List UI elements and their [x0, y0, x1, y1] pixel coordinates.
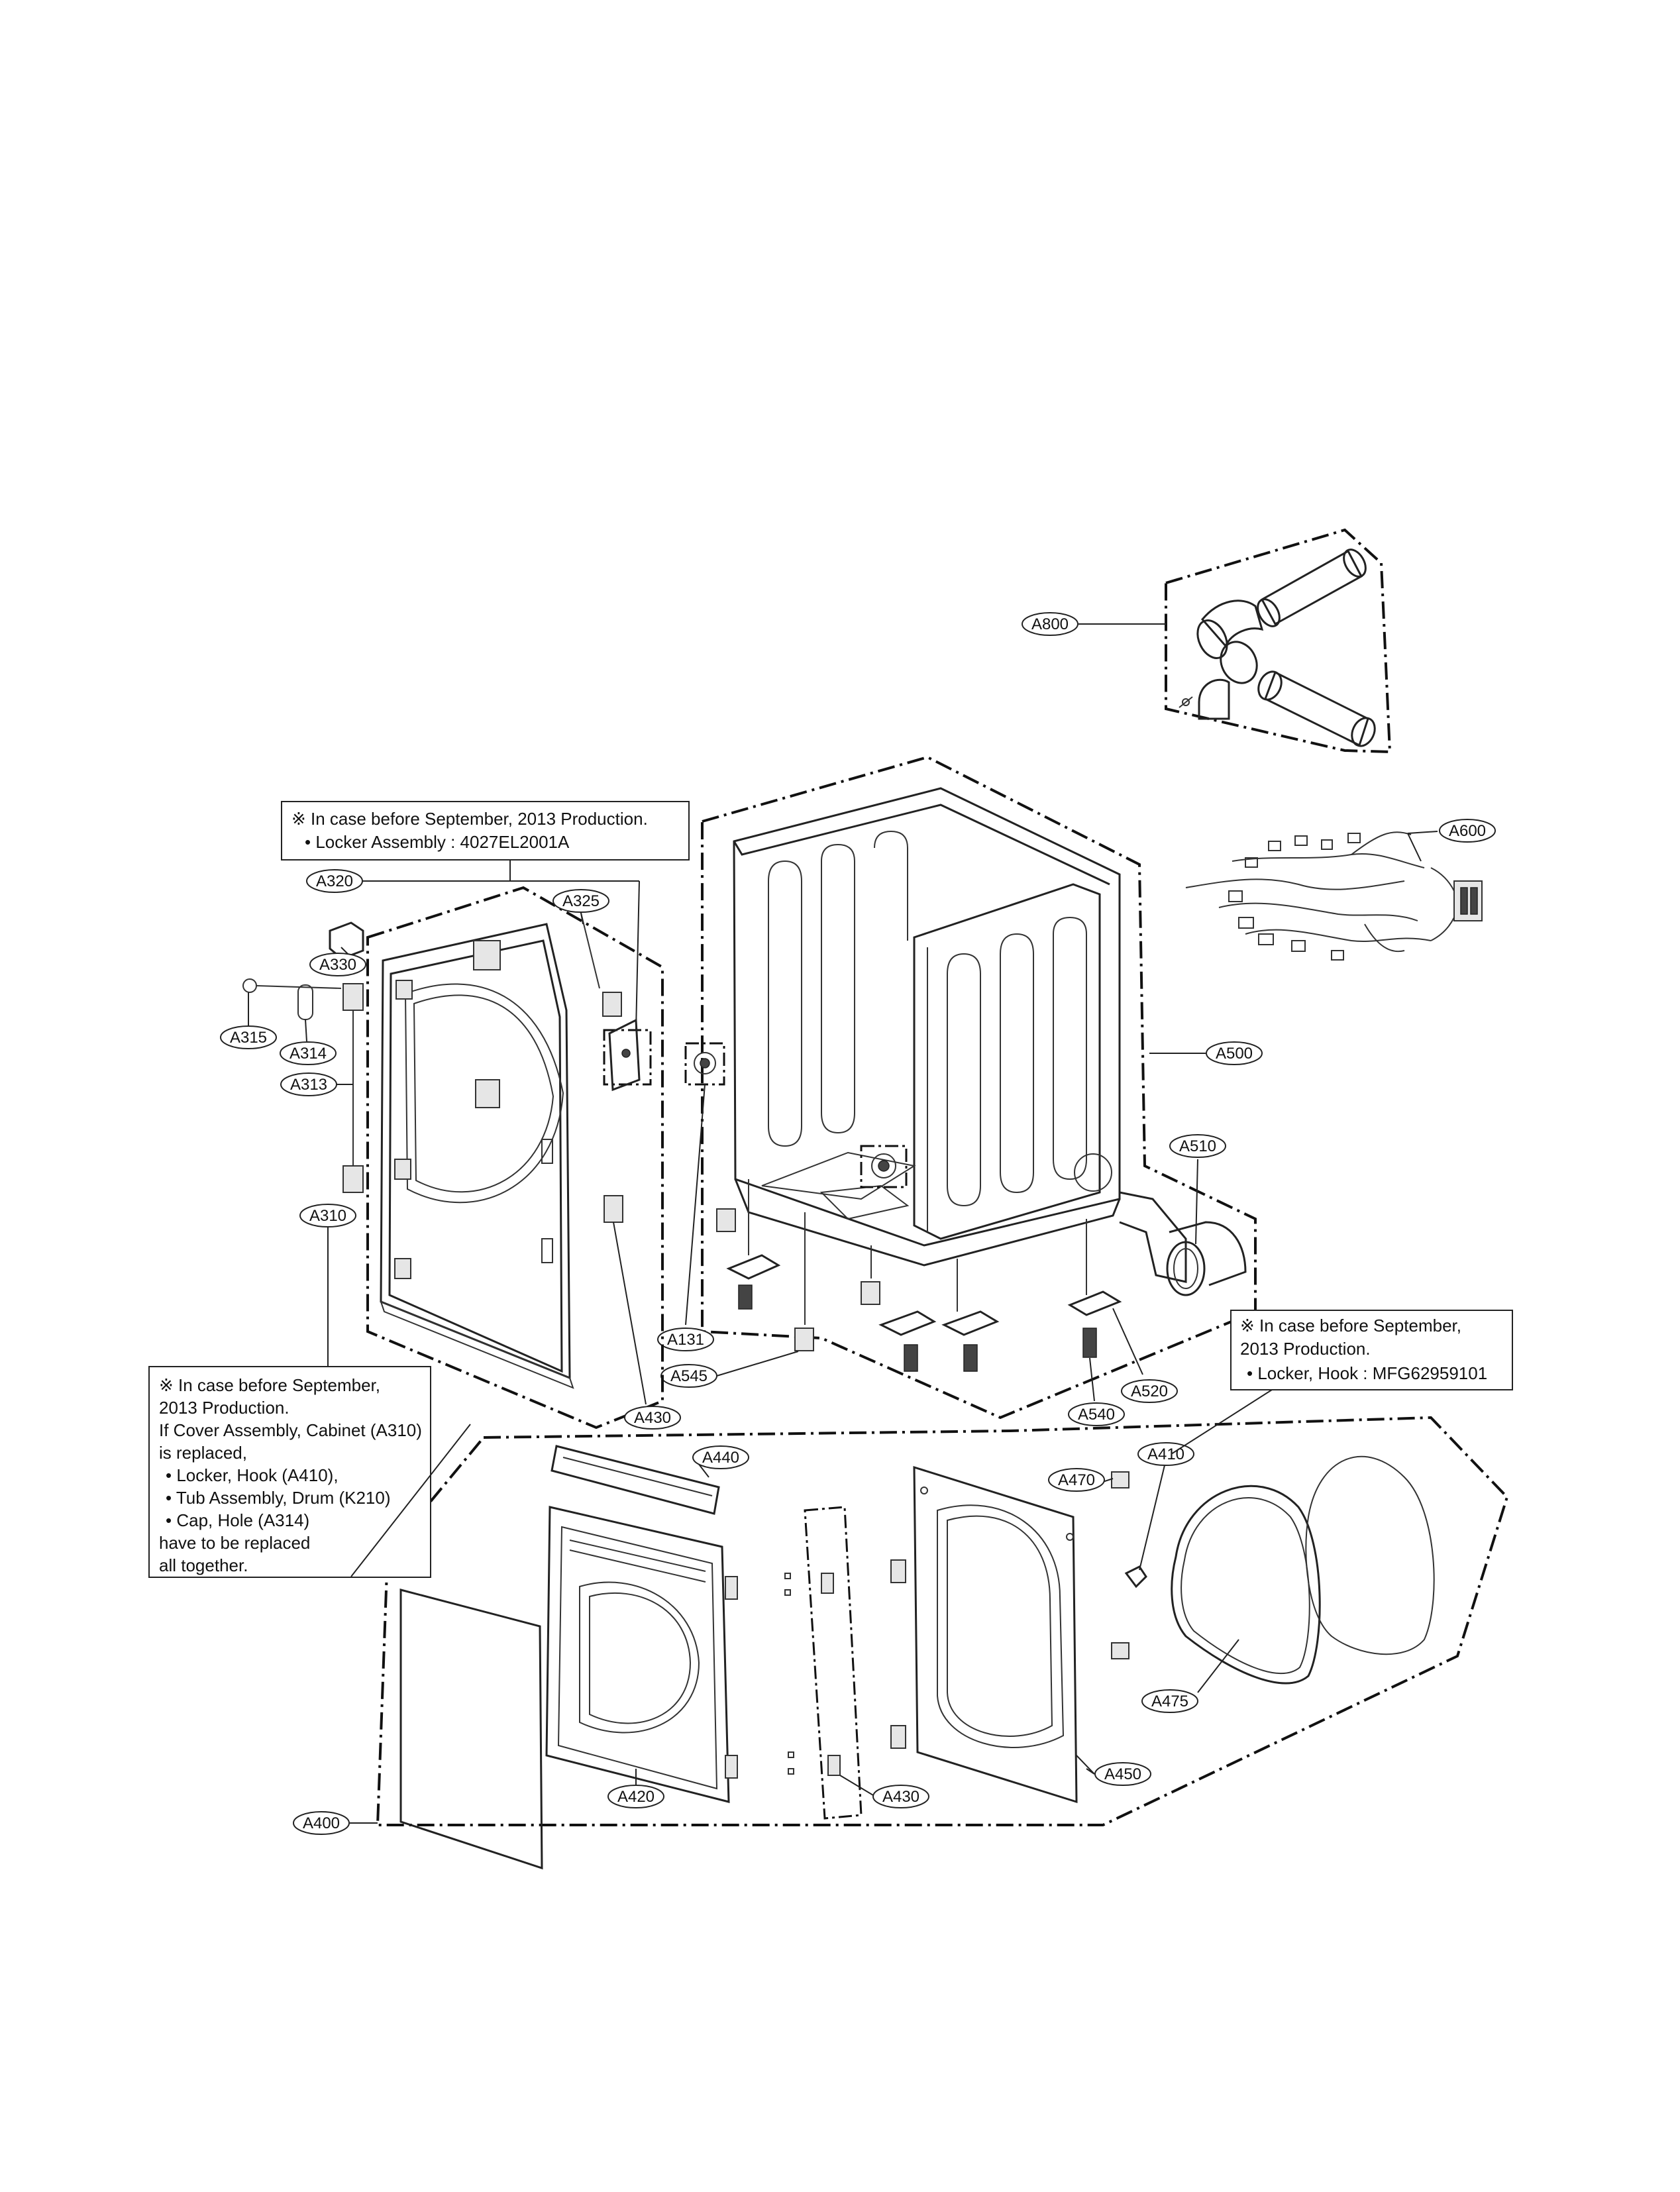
cabinet-base-group	[684, 755, 1257, 1420]
label-A131-oval	[657, 1328, 714, 1351]
label-A330-oval	[309, 953, 366, 976]
part-label-A510: A510	[1179, 1137, 1216, 1155]
part-label-A314: A314	[289, 1045, 327, 1063]
label-A440-oval	[692, 1445, 749, 1469]
label-A314-oval	[280, 1041, 337, 1065]
label-A430-top-oval	[624, 1406, 681, 1430]
part-label-A440: A440	[702, 1449, 739, 1467]
part-label-A325: A325	[562, 892, 600, 910]
part-label-A600: A600	[1449, 822, 1486, 840]
note-cover-assembly-line-9: all together.	[159, 1555, 248, 1575]
leveling-feet	[716, 1179, 1122, 1372]
part-label-A330: A330	[319, 956, 356, 974]
part-label-A320: A320	[316, 872, 353, 890]
cover-assembly-group	[242, 886, 664, 1430]
part-label-A520: A520	[1131, 1383, 1168, 1400]
label-A313-oval	[280, 1072, 337, 1096]
label-A320-oval	[306, 869, 363, 893]
note-cover-assembly-line-7: • Cap, Hole (A314)	[166, 1510, 309, 1530]
label-A520-oval	[1121, 1379, 1178, 1403]
label-A315-oval	[220, 1025, 277, 1049]
note-cover-assembly-line-8: have to be replaced	[159, 1533, 310, 1553]
part-label-A430-top: A430	[634, 1409, 671, 1427]
part-label-A420: A420	[617, 1788, 655, 1806]
part-label-A430-bottom: A430	[882, 1788, 919, 1806]
door-frame	[545, 1506, 738, 1803]
part-label-A315: A315	[230, 1029, 267, 1047]
part-label-A500: A500	[1216, 1045, 1253, 1063]
label-A400-oval	[293, 1811, 350, 1835]
label-A475-oval	[1141, 1689, 1198, 1713]
duct-kit-parts	[1179, 548, 1376, 747]
label-A540-oval	[1068, 1402, 1125, 1426]
part-label-A800: A800	[1031, 615, 1069, 633]
note-cover-assembly-line-5: • Locker, Hook (A410),	[166, 1465, 339, 1485]
note-cover-assembly-line-6: • Tub Assembly, Drum (K210)	[166, 1488, 391, 1508]
note-locker-hook: ※ In case before September, 2013 Product…	[1171, 1310, 1513, 1455]
inner-door-panel	[890, 1465, 1078, 1804]
note-locker-hook-line-3: • Locker, Hook : MFG62959101	[1247, 1363, 1487, 1383]
door-front-group	[376, 1416, 1509, 1870]
label-A500-oval	[1206, 1041, 1263, 1065]
note-cover-assembly-line-1: ※ In case before September,	[159, 1375, 380, 1395]
part-label-A313: A313	[290, 1076, 327, 1094]
note-cover-assembly-line-2: 2013 Production.	[159, 1398, 289, 1418]
note-locker-assembly-line-2: • Locker Assembly : 4027EL2001A	[305, 832, 570, 852]
cover-panel	[380, 923, 574, 1389]
part-label-A475: A475	[1151, 1693, 1188, 1710]
wire-harness: A600	[1185, 819, 1496, 961]
part-label-A400: A400	[303, 1814, 340, 1832]
label-A600-oval	[1439, 819, 1496, 843]
label-A420-oval	[607, 1785, 664, 1808]
label-A450-oval	[1094, 1762, 1151, 1786]
note-locker-hook-line-2: 2013 Production.	[1240, 1339, 1371, 1359]
part-label-A310: A310	[309, 1207, 346, 1225]
note-cover-assembly-line-4: is replaced,	[159, 1443, 247, 1463]
note-cover-assembly: ※ In case before September, 2013 Product…	[148, 1227, 471, 1578]
label-A325-oval	[552, 889, 609, 913]
part-label-A470: A470	[1058, 1471, 1095, 1489]
part-label-A410: A410	[1147, 1445, 1184, 1463]
label-A800-oval	[1022, 612, 1078, 636]
label-A470-oval	[1048, 1468, 1105, 1492]
duct-kit-group: A800	[1022, 528, 1392, 754]
note-locker-assembly-line-1: ※ In case before September, 2013 Product…	[291, 809, 648, 829]
note-locker-assembly: ※ In case before September, 2013 Product…	[281, 801, 690, 881]
label-A430-bottom-oval	[872, 1785, 929, 1808]
note-cover-assembly-line-3: If Cover Assembly, Cabinet (A310)	[159, 1420, 422, 1440]
cabinet-drum-housing	[733, 787, 1187, 1283]
part-label-A540: A540	[1078, 1406, 1115, 1424]
part-label-A450: A450	[1104, 1765, 1141, 1783]
part-label-A131: A131	[667, 1331, 704, 1349]
label-A510-oval	[1169, 1134, 1226, 1158]
note-locker-hook-line-1: ※ In case before September,	[1240, 1316, 1461, 1335]
part-label-A545: A545	[670, 1367, 708, 1385]
